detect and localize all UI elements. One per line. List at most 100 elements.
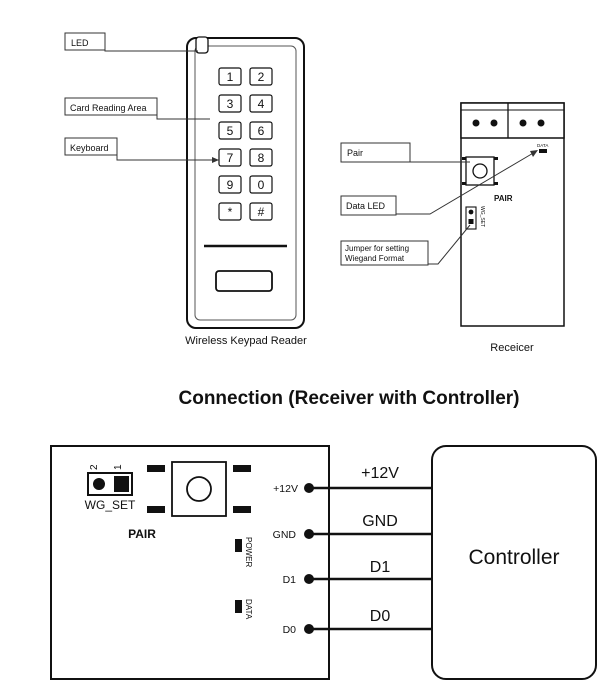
reader-bezel: [194, 45, 297, 321]
jumper-pin-number: 1: [113, 464, 124, 470]
key-label: 7: [227, 151, 234, 165]
key-label: *: [228, 205, 233, 219]
terminal-dot: [304, 529, 314, 539]
key-label: #: [258, 205, 265, 219]
arrow-head: [212, 157, 219, 163]
receiver-callouts: Pair Data LED Jumper for setting Wiegand…: [340, 142, 538, 266]
key-label: 3: [227, 97, 234, 111]
callout-data-led: [340, 195, 397, 216]
wire-label-d0: D0: [370, 608, 391, 625]
jumper-pin: [93, 478, 105, 490]
pair-button-cap: [186, 476, 212, 502]
key-label: 5: [227, 124, 234, 138]
keypad-reader: 1 2 3 4 5 6 7 8 9 0 * #: [186, 36, 305, 329]
wire-label-d1: D1: [370, 559, 391, 576]
receiver-caption: Receicer: [490, 342, 534, 354]
arrow-head: [530, 150, 538, 157]
terminal-screw: [519, 119, 527, 127]
key-3[interactable]: [218, 94, 242, 113]
terminal-screw: [472, 119, 480, 127]
reader-led: [195, 36, 209, 54]
reader-caption: Wireless Keypad Reader: [185, 335, 307, 347]
terminal-dot: [304, 624, 314, 634]
terminal-dot: [304, 574, 314, 584]
receiver-pcb: [460, 102, 565, 327]
reader-body: [186, 37, 305, 329]
controller: Controller: [431, 445, 597, 680]
data-led: [539, 149, 547, 153]
jumper-pin: [468, 209, 474, 215]
leader-line: [156, 115, 210, 120]
key-2[interactable]: [249, 67, 273, 86]
key-9[interactable]: [218, 175, 242, 194]
key-4[interactable]: [249, 94, 273, 113]
reader-callouts: LED Card Reading Area Keyboard: [64, 32, 219, 163]
wg-set-jumper[interactable]: [465, 206, 477, 230]
wires: +12V GND D1 D0: [304, 465, 432, 634]
wire-label-gnd: GND: [362, 513, 398, 530]
terminal-screw: [490, 119, 498, 127]
callout-jumper-line2: Wiegand Format: [345, 254, 405, 263]
power-led: [235, 539, 242, 552]
key-label: 9: [227, 178, 234, 192]
terminal-label-d0: D0: [283, 624, 297, 636]
callout-card-area: [64, 97, 158, 116]
controller-box: [431, 445, 597, 680]
keypad-grid: 1 2 3 4 5 6 7 8 9 0 * #: [218, 67, 273, 221]
leader-line: [409, 152, 470, 163]
key-6[interactable]: [249, 121, 273, 140]
button-pad: [147, 465, 165, 472]
callout-led: [64, 32, 106, 51]
key-label: 6: [258, 124, 265, 138]
key-5[interactable]: [218, 121, 242, 140]
wire-label-12v: +12V: [361, 465, 399, 482]
key-hash[interactable]: [249, 202, 273, 221]
pcb-wgset-label: WG_SET: [479, 206, 485, 227]
leader-line: [104, 42, 198, 52]
terminal-label-gnd: GND: [273, 529, 297, 541]
key-0[interactable]: [249, 175, 273, 194]
key-label: 8: [258, 151, 265, 165]
callout-jumper-line1: Jumper for setting: [345, 244, 409, 253]
controller-label: Controller: [468, 546, 559, 569]
key-star[interactable]: [218, 202, 242, 221]
wg-set-label: WG_SET: [85, 498, 136, 512]
pcb-data-label: DATA: [537, 143, 548, 148]
power-label: POWER: [244, 537, 253, 567]
key-8[interactable]: [249, 148, 273, 167]
jumper-pin: [114, 476, 129, 492]
leader-line: [396, 151, 536, 215]
connection-board: 2 1 WG_SET PAIR POWER DATA +12V GND D1 D…: [50, 445, 330, 680]
pair-button-cap: [472, 163, 488, 179]
leader-line: [428, 224, 471, 265]
receiver-board: PAIR DATA WG_SET: [460, 102, 565, 327]
key-label: 4: [258, 97, 265, 111]
leader-line: [116, 155, 219, 161]
callout-pair-label: Pair: [347, 148, 363, 158]
key-7[interactable]: [218, 148, 242, 167]
callout-keyboard: [64, 137, 118, 156]
button-pad: [233, 465, 251, 472]
terminal-label-d1: D1: [283, 574, 297, 586]
button-pad: [462, 182, 466, 185]
data-label: DATA: [244, 599, 253, 620]
key-label: 1: [227, 70, 234, 84]
key-label: 0: [258, 178, 265, 192]
pair-label: PAIR: [128, 527, 156, 541]
connection-title: Connection (Receiver with Controller): [179, 388, 520, 409]
pcb-pair-label: PAIR: [494, 194, 513, 203]
jumper-pin: [468, 219, 474, 224]
key-label: 2: [258, 70, 265, 84]
button-pad: [494, 182, 498, 185]
data-led: [235, 600, 242, 613]
callout-keyboard-label: Keyboard: [70, 143, 109, 153]
key-1[interactable]: [218, 67, 242, 86]
jumper-pin-number: 2: [89, 464, 100, 470]
button-pad: [233, 506, 251, 513]
callout-card-area-label: Card Reading Area: [70, 103, 147, 113]
button-pad: [462, 157, 466, 160]
terminal-dot: [304, 483, 314, 493]
button-pad: [494, 157, 498, 160]
button-pad: [147, 506, 165, 513]
